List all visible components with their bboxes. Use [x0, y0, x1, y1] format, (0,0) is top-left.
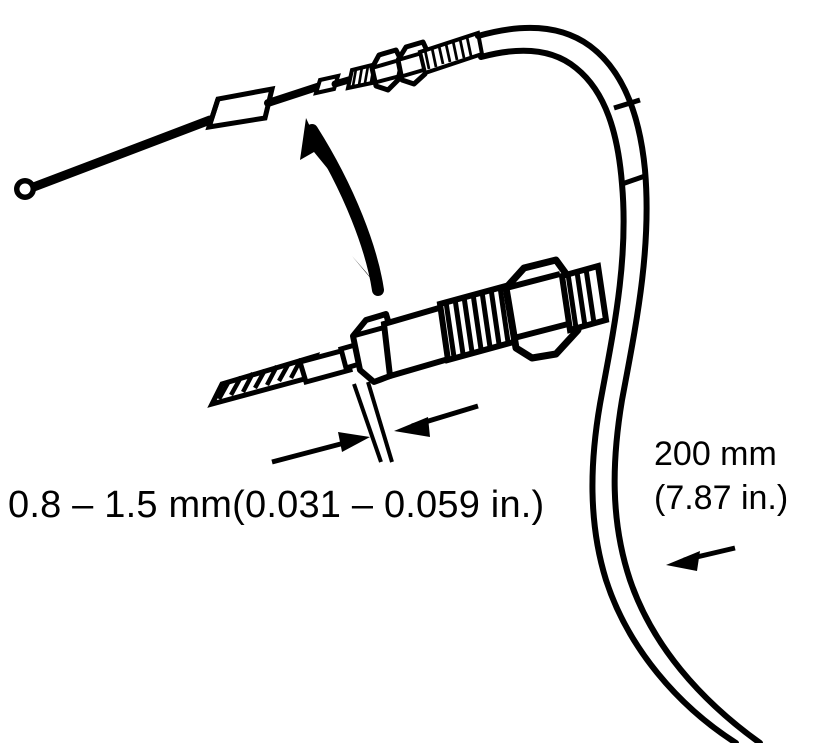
inner-cable-lower-run — [26, 115, 215, 193]
hex-lock-nut-detail — [502, 256, 582, 362]
cable-length-mm: 200 mm — [654, 435, 777, 473]
adjuster-thread-detail — [436, 280, 525, 364]
upper-cable-assembly — [14, 25, 763, 743]
spring-guard — [417, 30, 485, 76]
eyelet-terminal — [14, 178, 36, 200]
straight-arrow-to-cable — [666, 545, 736, 571]
cable-sleeve-small — [313, 73, 341, 96]
cable-outer-housing — [475, 25, 763, 743]
cable-length-label: 200 mm (7.87 in.) — [654, 437, 788, 515]
gap-extension-lines — [352, 381, 394, 463]
inner-cable-upper-run — [264, 82, 324, 107]
hex-nut-1 — [369, 47, 405, 93]
enlarged-adjuster-detail — [207, 256, 610, 465]
curved-arrow-to-adjuster — [300, 118, 384, 296]
cable-length-in: (7.87 in.) — [654, 479, 789, 517]
stud-thread-right — [558, 262, 610, 334]
gap-dimension-label: 0.8 – 1.5 mm(0.031 – 0.059 in.) — [8, 484, 545, 526]
cable-barrel-ferrule — [205, 85, 276, 131]
gap-dimension-arrows — [271, 403, 479, 465]
